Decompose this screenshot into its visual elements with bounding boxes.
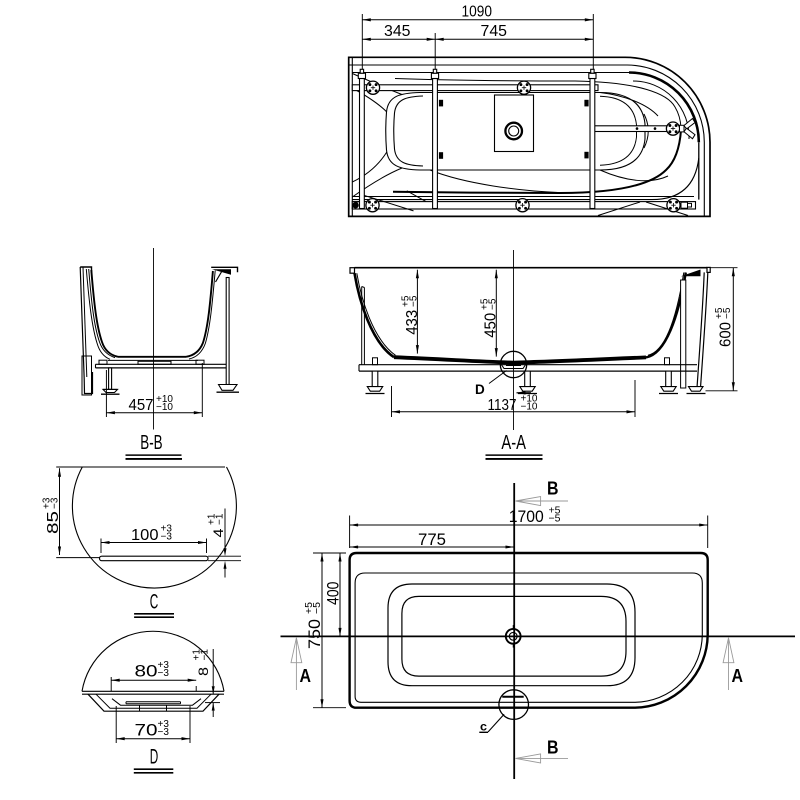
svg-text:−5: −5 <box>549 513 561 525</box>
svg-text:433: 433 <box>404 310 421 335</box>
svg-text:1137: 1137 <box>488 397 517 414</box>
svg-text:+5: +5 <box>479 298 490 310</box>
svg-text:+5: +5 <box>303 602 315 614</box>
svg-text:+3: +3 <box>158 660 170 671</box>
svg-text:−5: −5 <box>487 298 498 310</box>
svg-text:B-B: B-B <box>140 432 162 454</box>
svg-text:750: 750 <box>305 619 324 649</box>
svg-text:1090: 1090 <box>462 3 493 20</box>
svg-text:C: C <box>150 590 159 613</box>
svg-text:−3: −3 <box>158 668 170 679</box>
svg-text:+3: +3 <box>42 497 53 509</box>
svg-text:+5: +5 <box>714 307 725 319</box>
svg-text:745: 745 <box>481 23 508 40</box>
svg-text:400: 400 <box>324 582 343 606</box>
svg-text:1700: 1700 <box>509 507 544 526</box>
svg-text:−3: −3 <box>50 497 61 509</box>
svg-text:A: A <box>300 666 312 686</box>
svg-text:+10: +10 <box>156 394 173 405</box>
svg-text:−1: −1 <box>215 513 226 525</box>
svg-text:+10: +10 <box>521 393 538 404</box>
svg-text:+3: +3 <box>161 523 173 534</box>
svg-text:+1: +1 <box>192 649 203 661</box>
svg-text:+3: +3 <box>158 719 170 730</box>
svg-text:4: 4 <box>210 528 226 537</box>
svg-text:+5: +5 <box>549 505 561 517</box>
svg-text:345: 345 <box>384 23 411 40</box>
svg-text:100: 100 <box>131 527 159 544</box>
svg-text:70: 70 <box>135 722 158 740</box>
svg-text:c: c <box>480 719 487 733</box>
svg-text:D: D <box>150 745 159 768</box>
svg-text:600: 600 <box>718 322 735 347</box>
svg-text:−1: −1 <box>200 649 211 661</box>
svg-text:+5: +5 <box>401 295 412 307</box>
svg-text:−3: −3 <box>161 531 173 542</box>
svg-text:−10: −10 <box>521 401 538 412</box>
svg-text:B: B <box>547 737 559 757</box>
svg-text:−5: −5 <box>311 602 323 614</box>
svg-text:450: 450 <box>483 312 500 337</box>
svg-text:80: 80 <box>135 663 158 681</box>
svg-text:8: 8 <box>195 667 211 676</box>
svg-text:85: 85 <box>45 511 62 534</box>
svg-text:B: B <box>547 478 559 498</box>
svg-text:−5: −5 <box>722 307 733 319</box>
svg-text:−5: −5 <box>409 295 420 307</box>
svg-text:A-A: A-A <box>501 432 526 454</box>
svg-text:D: D <box>475 382 485 397</box>
svg-text:−3: −3 <box>158 727 170 738</box>
svg-text:775: 775 <box>418 530 446 549</box>
svg-text:−10: −10 <box>156 402 173 413</box>
svg-text:A: A <box>732 666 744 686</box>
svg-text:+1: +1 <box>207 513 218 525</box>
svg-text:457: 457 <box>129 397 154 414</box>
